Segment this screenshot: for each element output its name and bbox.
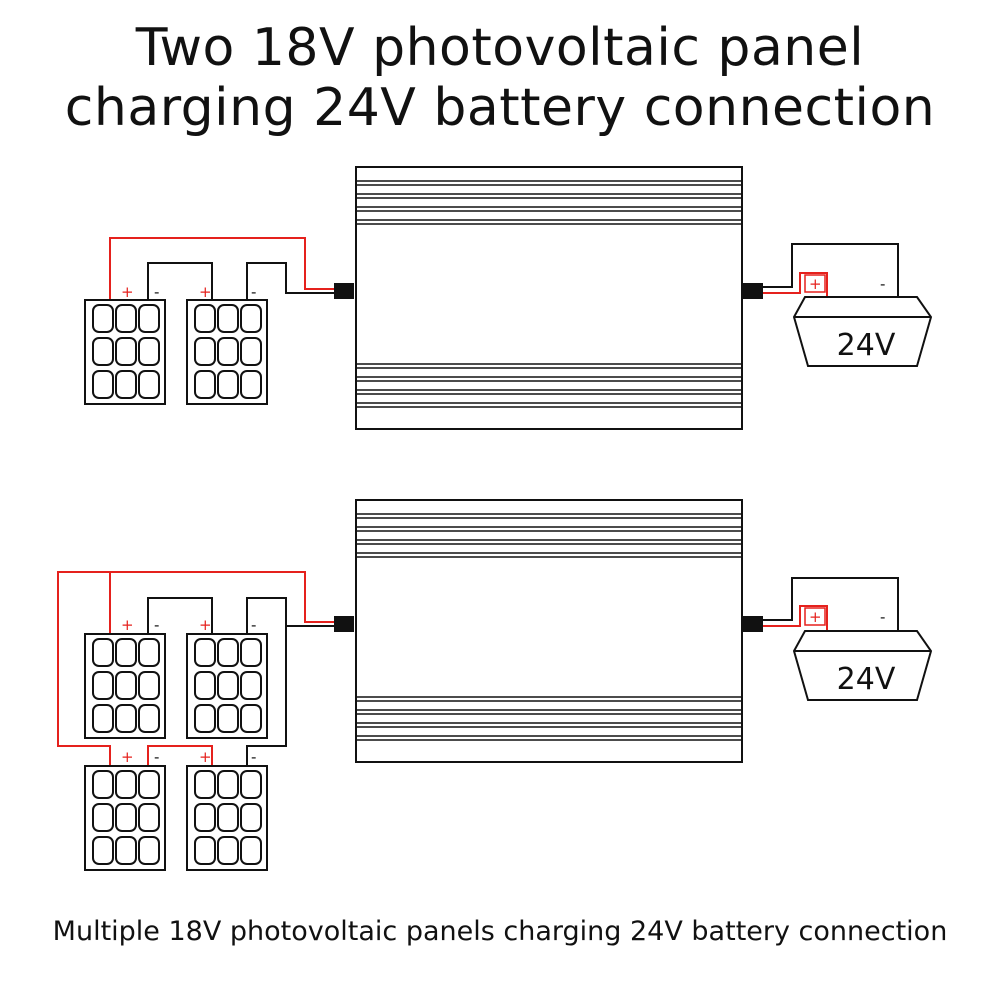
terminal-plus: + [121,748,134,766]
pv-panel [186,633,268,739]
pv-panel [186,765,268,871]
diagram-four-panels: + - + - + - + - + - 24V [57,499,933,871]
series-link-wire [147,597,213,634]
negative-wire [246,597,336,634]
battery-positive-wire [763,272,828,297]
title-line-2: charging 24V battery connection [64,78,936,138]
terminal-minus: - [154,283,159,301]
pv-panel [186,299,268,405]
terminal-minus: - [251,616,256,634]
battery-output-connector [743,283,763,299]
charge-controller [355,166,743,430]
terminal-minus: - [154,616,159,634]
negative-wire [246,262,336,300]
terminal-minus: - [251,283,256,301]
terminal-plus: + [121,616,134,634]
pv-input-connector [334,283,354,299]
terminal-minus: - [154,748,159,766]
parallel-positive-wire [57,571,111,766]
charge-controller [355,499,743,763]
diagram-two-panels: + - + - + - 24V [84,166,933,430]
positive-wire [109,571,336,634]
terminal-plus: + [199,748,212,766]
caption: Multiple 18V photovoltaic panels chargin… [52,916,948,947]
terminal-plus: + [199,616,212,634]
battery-plus-terminal-box [804,274,826,293]
positive-wire [109,237,336,300]
battery-plus-terminal-box [804,607,826,626]
series-link-wire-lower [147,745,213,766]
terminal-plus: + [121,283,134,301]
terminal-plus: + [809,608,822,626]
battery-label: 24V [837,662,896,697]
battery-positive-wire [763,605,828,631]
pv-panel [84,299,166,405]
pv-input-connector [334,616,354,632]
pv-panel [84,633,166,739]
battery-negative-wire [763,577,899,631]
title-line-1: Two 18V photovoltaic panel [135,18,865,78]
terminal-plus: + [809,275,822,293]
terminal-minus: - [880,608,885,626]
series-link-wire [147,262,213,300]
terminal-minus: - [251,748,256,766]
battery-output-connector [743,616,763,632]
terminal-minus: - [880,275,885,293]
parallel-negative-wire [246,626,287,766]
battery-negative-wire [763,243,899,297]
battery-label: 24V [837,328,896,363]
pv-panel [84,765,166,871]
terminal-plus: + [199,283,212,301]
